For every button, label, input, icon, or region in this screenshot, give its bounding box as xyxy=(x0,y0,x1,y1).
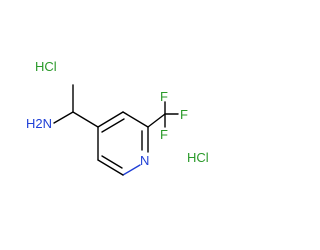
ring-bond-c4-c3-inner xyxy=(101,118,125,133)
amine-label: H2N xyxy=(26,116,52,131)
hcl-label-top: HCl xyxy=(35,59,57,74)
bond-ring-to-cf3-carbon xyxy=(147,113,166,128)
ring-bond-n1-c6 xyxy=(122,164,141,176)
molecule-structure: H2N N F F F HCl HCl xyxy=(26,59,209,176)
bond-chiral-to-amine xyxy=(53,111,74,124)
ring-bond-c6-c5-inner xyxy=(101,155,123,169)
hcl-label-bottom: HCl xyxy=(187,150,209,165)
ring-bond-c4-c3 xyxy=(97,111,124,128)
bond-ring-to-chiral-carbon xyxy=(72,111,99,128)
ring-bond-c6-c5 xyxy=(97,159,124,176)
fluorine-label-top: F xyxy=(160,89,168,104)
ring-bond-c3-c2 xyxy=(122,111,149,128)
molecule-canvas: H2N N F F F HCl HCl xyxy=(26,59,209,176)
ring-nitrogen-label: N xyxy=(140,153,149,168)
fluorine-label-right: F xyxy=(180,107,188,122)
fluorine-label-bottom: F xyxy=(160,127,168,142)
